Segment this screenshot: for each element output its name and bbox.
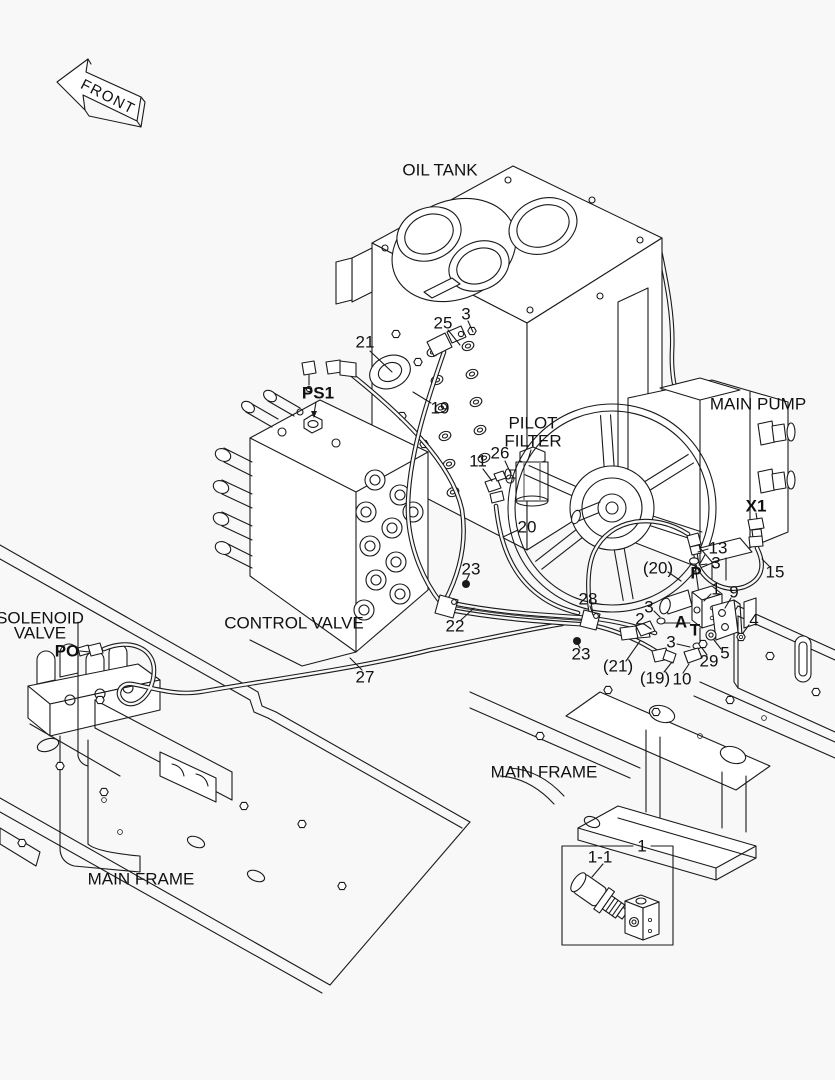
leader-lines [79, 320, 771, 878]
pilot-valve-block [635, 585, 723, 664]
callout-20-ref: (20) [642, 558, 674, 578]
pilot-filter-label-line1: PILOT [508, 413, 558, 433]
callout-15: 15 [765, 562, 785, 582]
callout-5: 5 [720, 643, 730, 663]
detail-item-label: 1-1 [587, 847, 613, 867]
port-label-p: P [690, 563, 702, 583]
callout-19-ref: (19) [639, 668, 671, 688]
detail-box-ref-label: 1 [637, 836, 647, 856]
callout-11: 11 [469, 451, 487, 471]
mount-bracket [698, 597, 757, 649]
solenoid-valve-label-line1: SOLENOID [0, 608, 84, 628]
callout-26: 26 [490, 443, 510, 463]
pilot-filter-drawing [484, 446, 549, 507]
pilot-filter-label-line2: FILTER [504, 431, 562, 451]
main-frame-left-drawing [0, 544, 471, 994]
callout-10: 10 [672, 669, 692, 689]
port-label-po: PO [54, 641, 80, 661]
port-label-t: T [689, 620, 701, 640]
oil-tank-label: OIL TANK [402, 160, 478, 180]
callout-29: 29 [699, 651, 719, 671]
callout-3-a: 3 [644, 597, 654, 617]
port-label-x1: X1 [745, 496, 767, 516]
callout-23-right: 23 [571, 644, 591, 664]
main-pump-label: MAIN PUMP [709, 394, 807, 414]
main-frame-left-label: MAIN FRAME [87, 869, 195, 889]
callout-13: 13 [708, 538, 728, 558]
solenoid-valve-label-line2: VALVE [13, 623, 67, 643]
front-arrow [56, 58, 146, 128]
callout-1: 1 [711, 579, 721, 599]
callout-21: 21 [355, 332, 375, 352]
callout-23-left: 23 [461, 559, 481, 579]
callout-20: 20 [517, 517, 537, 537]
callout-22: 22 [445, 616, 465, 636]
fittings-drawing [301, 325, 765, 664]
callout-27: 27 [355, 667, 375, 687]
main-frame-right-drawing [469, 605, 835, 881]
callout-25: 25 [433, 313, 453, 333]
control-valve-drawing [212, 389, 429, 667]
port-label-ps1: PS1 [301, 383, 335, 403]
control-valve-label: CONTROL VALVE [224, 613, 364, 633]
callout-2: 2 [635, 609, 645, 629]
callout-3-t: 3 [666, 632, 676, 652]
main-frame-right-label: MAIN FRAME [490, 762, 598, 782]
callout-4: 4 [749, 610, 759, 630]
callout-21-ref: (21) [602, 656, 634, 676]
port-label-a: A [674, 612, 688, 632]
solenoid-valve-drawing [27, 642, 161, 873]
callout-3-pump: 3 [711, 553, 721, 573]
detail-box [561, 845, 674, 946]
callout-28: 28 [578, 589, 598, 609]
hoses-drawing [101, 349, 764, 707]
callout-9: 9 [729, 582, 739, 602]
callout-19: 19 [430, 398, 450, 418]
callout-3-tank: 3 [461, 304, 471, 324]
